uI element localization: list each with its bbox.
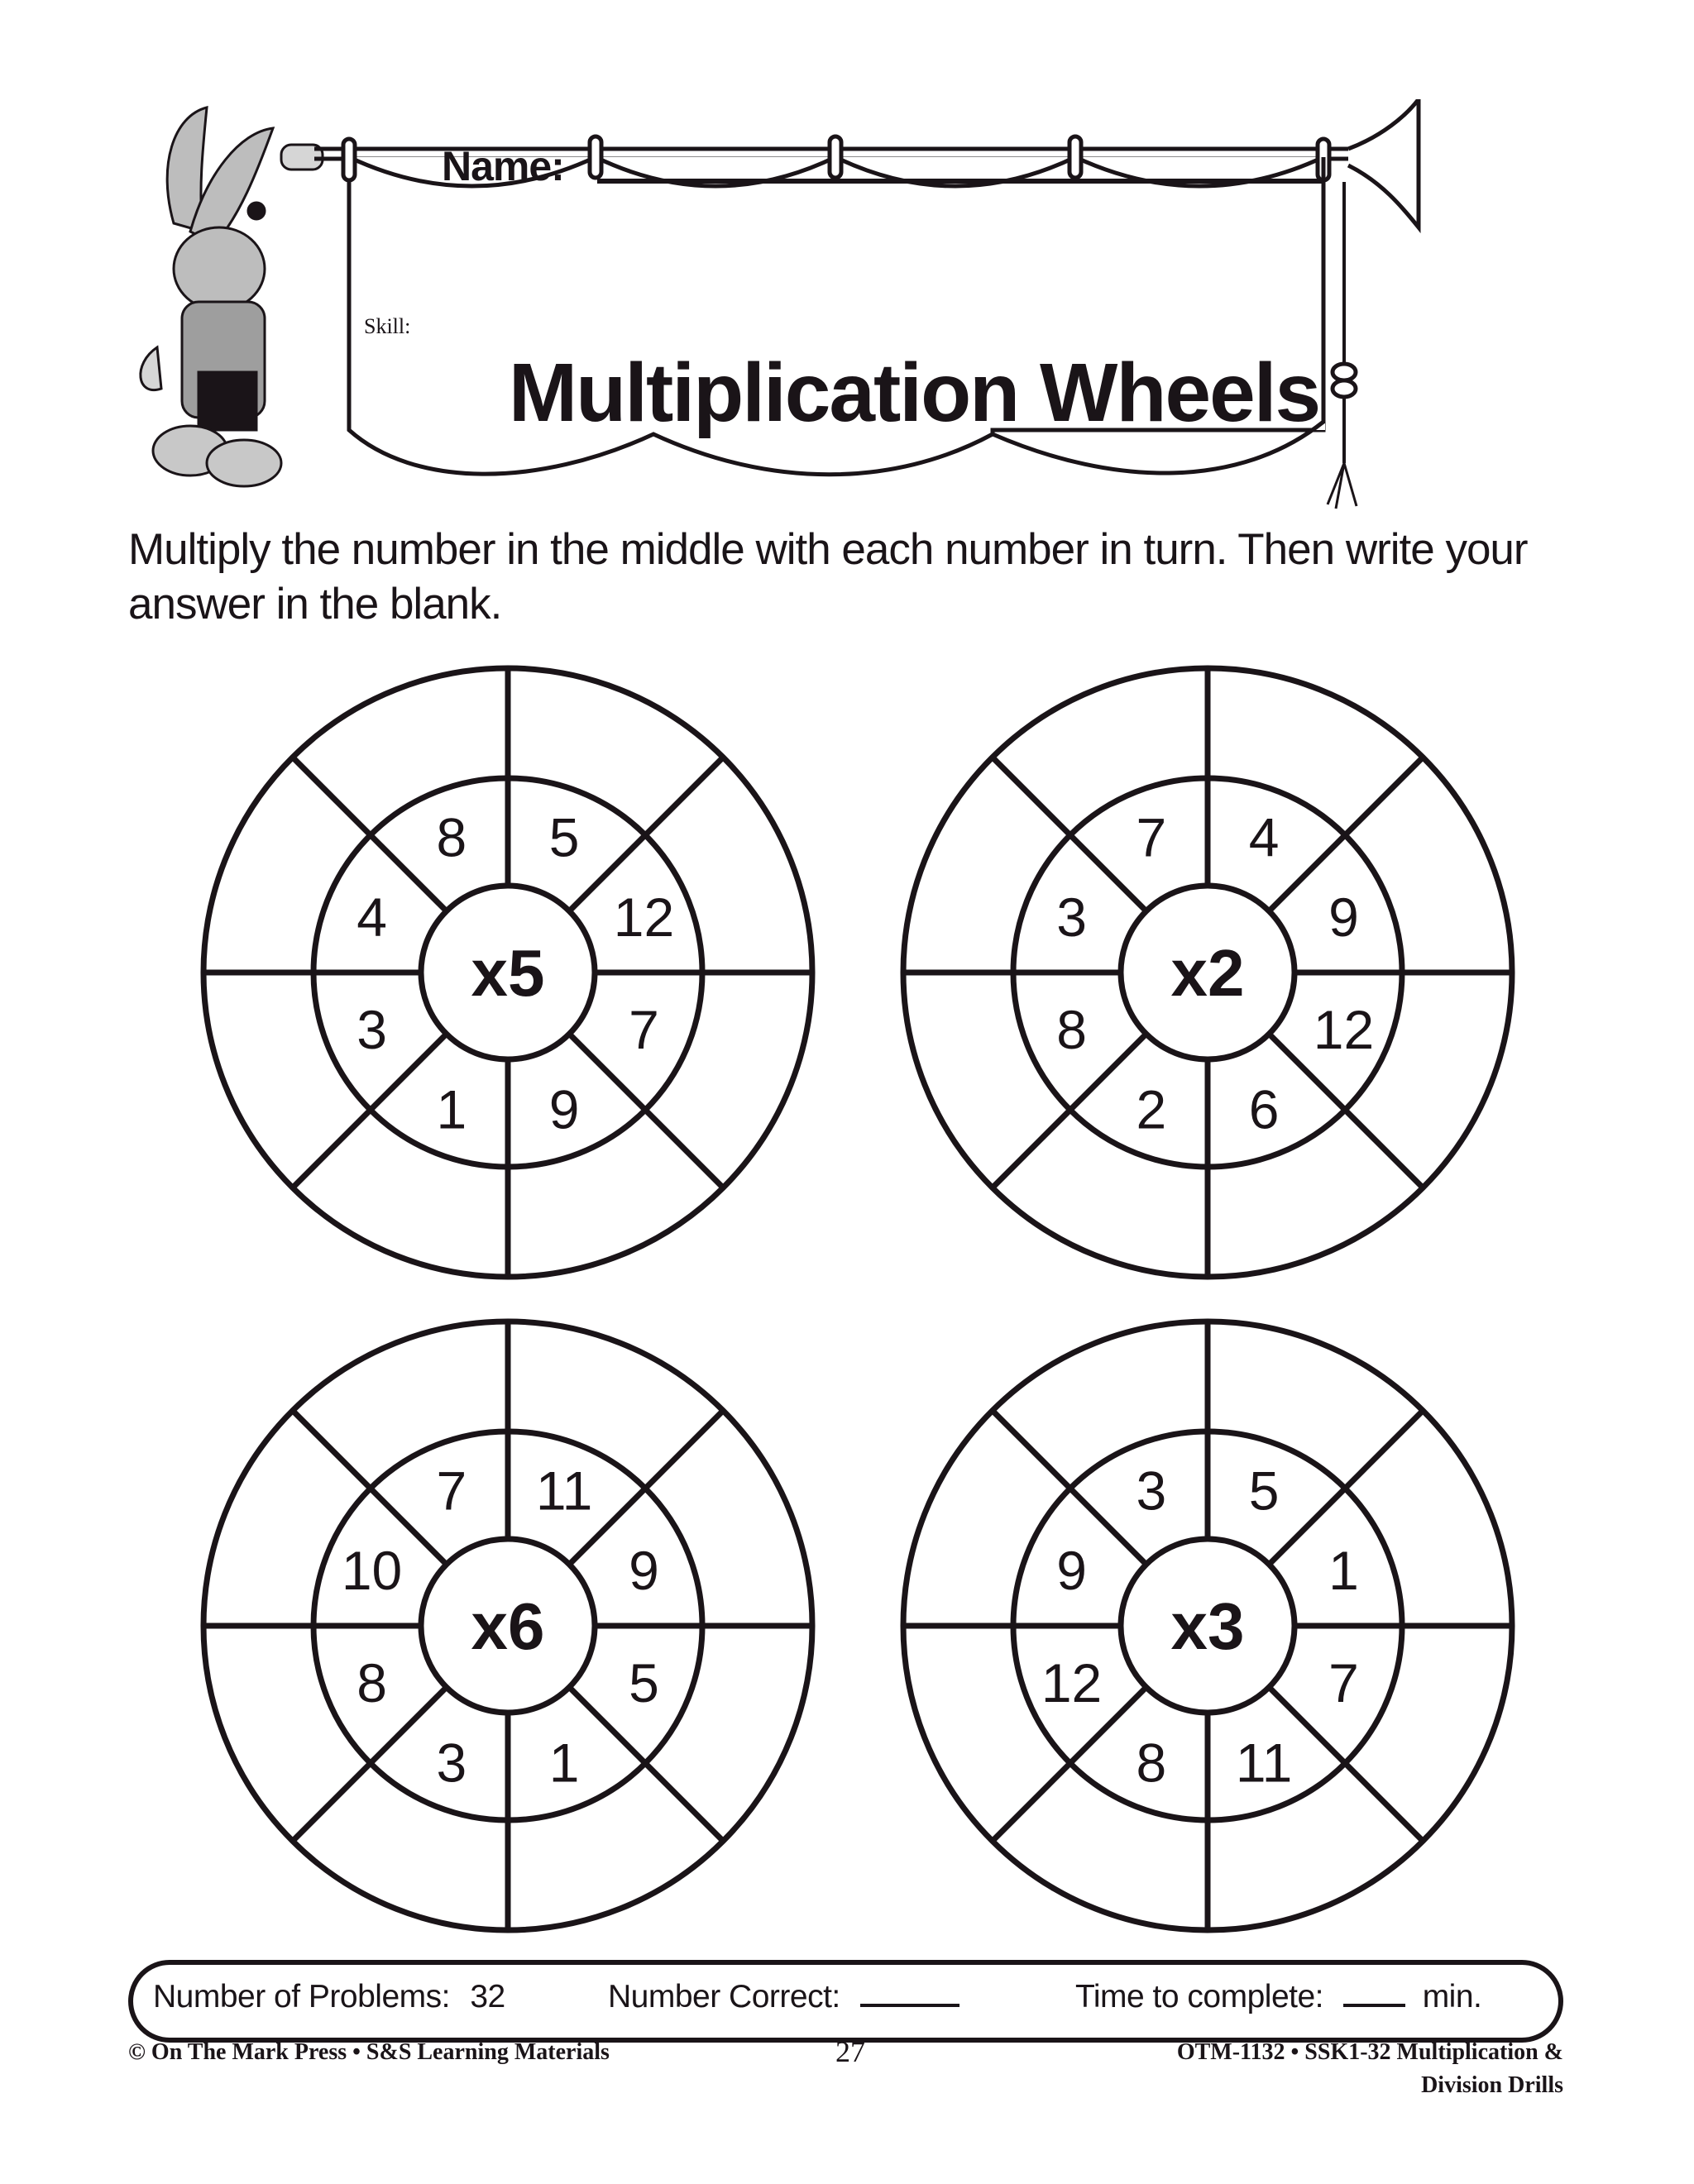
wheel-number: 11 — [1236, 1732, 1293, 1793]
wheel-number: 9 — [549, 1078, 580, 1140]
wheel-number: 5 — [549, 807, 580, 868]
wheel-number: 1 — [1328, 1540, 1359, 1601]
wheel-number: 11 — [536, 1460, 593, 1522]
wheel-number: 4 — [1249, 807, 1280, 868]
rabbit-icon — [139, 106, 324, 488]
time-blank[interactable] — [1343, 2004, 1406, 2007]
wheel-number: 2 — [1137, 1078, 1167, 1140]
wheel-number: 10 — [342, 1540, 402, 1601]
instructions: Multiply the number in the middle with e… — [128, 525, 1529, 628]
wheel-multiplier: x2 — [1171, 936, 1245, 1010]
inner-ring — [1117, 882, 1298, 1063]
inner-ring — [418, 882, 598, 1063]
wheel-number: 1 — [437, 1078, 467, 1140]
wheel-number: 7 — [629, 999, 659, 1060]
outer-ring — [900, 1318, 1515, 1933]
wheel-number: 5 — [1249, 1460, 1280, 1522]
wheel-number: 5 — [629, 1652, 659, 1713]
outer-ring — [200, 665, 816, 1280]
inner-ring — [1117, 1536, 1298, 1716]
wheel-number: 7 — [437, 1460, 467, 1522]
wheel-number: 12 — [1314, 999, 1374, 1060]
wheel-number: 8 — [437, 807, 467, 868]
name-field[interactable] — [597, 179, 1325, 184]
wheel-number: 3 — [1056, 887, 1087, 948]
name-label: Name: — [442, 143, 565, 189]
outer-ring — [900, 665, 1515, 1280]
wheel-number: 3 — [1137, 1460, 1167, 1522]
multiplication-wheel: 8 5 12 79 13 4 x5 — [200, 665, 816, 1280]
score-box — [128, 1960, 1563, 2043]
outer-ring — [200, 1318, 816, 1933]
middle-ring — [1010, 1428, 1405, 1823]
wheel-multiplier: x3 — [1171, 1589, 1245, 1663]
wheel-number: 6 — [1249, 1078, 1280, 1140]
wheel-number: 12 — [1041, 1652, 1102, 1713]
middle-ring — [310, 1428, 706, 1823]
wheel-number: 3 — [437, 1732, 467, 1793]
problems-value: 32 — [470, 1979, 505, 2014]
middle-ring — [310, 775, 706, 1170]
wheel-number: 4 — [357, 887, 387, 948]
wheel-number: 9 — [629, 1540, 659, 1601]
correct-blank[interactable] — [860, 2004, 960, 2007]
problems-label: Number of Problems: — [153, 1979, 450, 2014]
wheel-multiplier: x6 — [471, 1589, 545, 1663]
wheel-number: 12 — [614, 887, 674, 948]
copyright: © On The Mark Press • S&S Learning Mater… — [128, 2039, 610, 2065]
wheel-number: 8 — [1056, 999, 1087, 1060]
wheel-number: 9 — [1056, 1540, 1087, 1601]
page-number: 27 — [835, 2035, 865, 2068]
number-correct: Number Correct: — [608, 1979, 960, 2015]
product-line-1: OTM-1132 • SSK1-32 Multiplication & — [1176, 2039, 1563, 2065]
skill-label: Skill: — [364, 314, 411, 338]
time-unit: min. — [1422, 1979, 1482, 2014]
wheel-number: 1 — [549, 1732, 580, 1793]
wheel-number: 3 — [357, 999, 387, 1060]
wheel-number: 8 — [1137, 1732, 1167, 1793]
wheel-number: 7 — [1328, 1652, 1359, 1713]
wheel-number: 8 — [357, 1652, 387, 1713]
wheel-multiplier: x5 — [471, 936, 545, 1010]
multiplication-wheel: 3 51 7 11 8 12 9 x3 — [900, 1318, 1515, 1933]
time-to-complete: Time to complete: min. — [1075, 1979, 1482, 2015]
wheel-number: 9 — [1328, 887, 1359, 948]
rabbit-trumpet-banner-illustration — [139, 99, 1421, 509]
page-title: Multiplication Wheels — [508, 346, 1321, 439]
multiplication-wheel: 7 49 12 6 28 3 x2 — [900, 665, 1515, 1280]
time-label: Time to complete: — [1075, 1979, 1324, 2014]
middle-ring — [1010, 775, 1405, 1170]
inner-ring — [418, 1536, 598, 1716]
multiplication-wheel: 7 11 9 51 38 10 x6 — [200, 1318, 816, 1933]
wheel-number: 7 — [1137, 807, 1167, 868]
problems-count: Number of Problems: 32 — [153, 1979, 505, 2015]
product-line-2: Division Drills — [1421, 2072, 1563, 2098]
correct-label: Number Correct: — [608, 1979, 840, 2014]
